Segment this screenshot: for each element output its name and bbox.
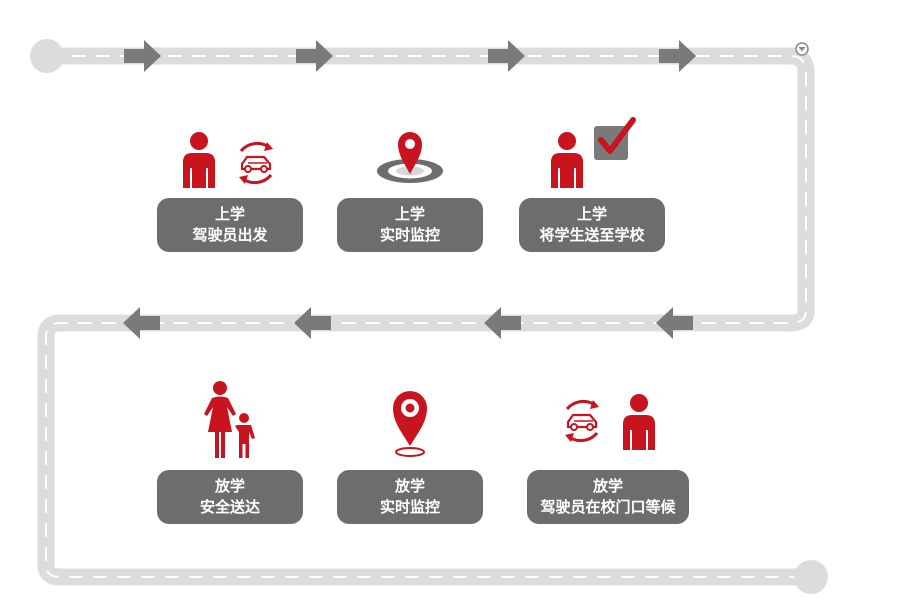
step-icons	[527, 380, 689, 460]
step-label: 上学 驾驶员出发	[157, 198, 303, 252]
step-afternoon-live-monitoring: 放学 实时监控	[337, 380, 483, 524]
check-box-icon	[594, 117, 636, 160]
step-phase: 上学	[394, 205, 425, 223]
person-icon	[183, 132, 215, 188]
step-description: 将学生送至学校	[539, 226, 645, 244]
step-description: 安全送达	[199, 498, 260, 516]
step-description: 驾驶员在校门口等候	[540, 498, 676, 516]
step-icons	[519, 114, 665, 188]
step-morning-deliver-to-school: 上学 将学生送至学校	[519, 114, 665, 252]
arrow-left-icon	[656, 307, 693, 339]
step-morning-live-monitoring: 上学 实时监控	[337, 114, 483, 252]
turn-marker-icon	[795, 42, 809, 56]
route-start-dot	[30, 39, 64, 73]
route-end-dot	[794, 560, 828, 594]
arrow-right-icon	[659, 40, 696, 72]
step-phase: 放学	[592, 477, 623, 495]
parent-child-icon	[204, 381, 255, 458]
step-label: 放学 驾驶员在校门口等候	[527, 470, 689, 524]
step-label: 上学 将学生送至学校	[519, 198, 665, 252]
step-icons	[337, 380, 483, 460]
step-phase: 上学	[576, 205, 607, 223]
arrow-right-icon	[124, 40, 161, 72]
car-cycle-icon	[239, 141, 273, 185]
arrow-right-icon	[488, 40, 525, 72]
step-description: 实时监控	[379, 498, 440, 516]
person-icon	[623, 394, 655, 450]
arrow-left-icon	[294, 307, 331, 339]
step-description: 实时监控	[379, 226, 440, 244]
arrow-left-icon	[484, 307, 521, 339]
step-description: 驾驶员出发	[192, 226, 268, 244]
step-phase: 放学	[214, 477, 245, 495]
location-pin-icon	[393, 391, 427, 457]
step-label: 上学 实时监控	[337, 198, 483, 252]
step-phase: 放学	[394, 477, 425, 495]
step-afternoon-safe-delivery: 放学 安全送达	[157, 380, 303, 524]
person-icon	[551, 132, 583, 188]
arrow-right-icon	[296, 40, 333, 72]
step-phase: 上学	[214, 205, 245, 223]
location-ground-pin-icon	[377, 132, 443, 183]
step-label: 放学 安全送达	[157, 470, 303, 524]
step-morning-driver-departs: 上学 驾驶员出发	[157, 114, 303, 252]
step-icons	[157, 380, 303, 460]
step-label: 放学 实时监控	[337, 470, 483, 524]
arrow-left-icon	[123, 307, 160, 339]
step-afternoon-driver-waits-at-gate: 放学 驾驶员在校门口等候	[527, 380, 689, 524]
road-lane-dashes	[45, 55, 808, 578]
step-icons	[337, 114, 483, 188]
step-icons	[157, 114, 303, 188]
car-cycle-icon	[565, 399, 599, 443]
